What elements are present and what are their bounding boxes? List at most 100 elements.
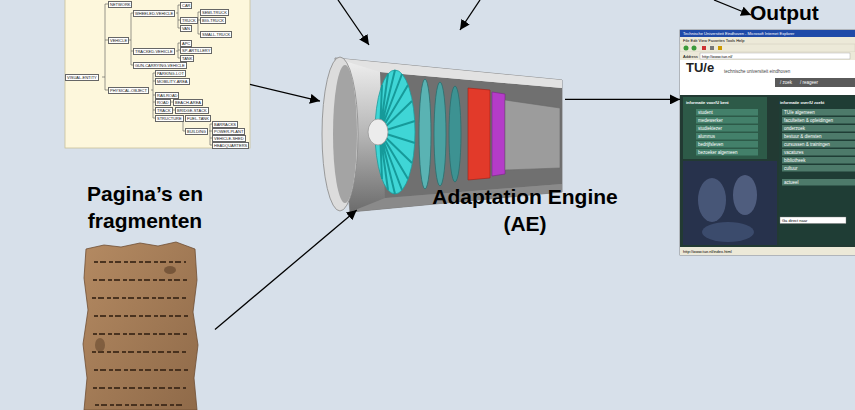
- compressor-stages: [419, 79, 461, 189]
- menu-buttons: [696, 109, 758, 156]
- papyrus-fragment-image: [164, 266, 176, 274]
- browser-screenshot-image: [780, 217, 846, 224]
- jet-engine-illustration: [368, 119, 388, 145]
- menu-buttons: [696, 149, 758, 156]
- jet-engine-illustration: [335, 58, 562, 88]
- menu-buttons: [696, 125, 758, 132]
- menu-buttons: [782, 109, 855, 186]
- screenshot-text: onderzoek: [784, 126, 805, 132]
- screenshot-text: alumnus: [698, 134, 715, 140]
- screenshot-text: actueel: [784, 180, 799, 186]
- tree-term: STRUCTURE: [155, 115, 184, 122]
- browser-screenshot-image: [702, 222, 754, 242]
- incoming-arrow: [338, 0, 369, 45]
- papyrus-script-marks: [93, 333, 187, 335]
- menu-buttons: [782, 133, 855, 140]
- tree-term: CAR: [180, 2, 192, 9]
- browser-screenshot-image: [684, 46, 689, 51]
- tree-term: MOBILITY-AREA: [155, 78, 190, 85]
- tree-term: HEADQUARTERS: [212, 142, 249, 149]
- browser-screenshot-image: [680, 37, 855, 44]
- tree-term: TANK: [180, 55, 194, 62]
- menu-buttons: [782, 179, 855, 186]
- menu-buttons: [696, 133, 758, 140]
- screenshot-text: bestuur & diensten: [784, 134, 822, 140]
- screenshot-text: bibliotheek: [784, 158, 806, 164]
- screenshot-text: http://www.tue.nl/: [702, 54, 732, 59]
- papyrus-script-marks: [94, 261, 186, 263]
- tree-term: BEACH-AREA: [173, 99, 203, 106]
- tree-term: VISUAL-ENTITY: [65, 74, 99, 81]
- incoming-arrow: [338, 0, 751, 45]
- browser-screenshot-image: [680, 30, 855, 37]
- screenshot-text: Ga direct naar: [782, 218, 807, 223]
- flow-arrow: [250, 84, 320, 101]
- screenshot-text: student: [698, 110, 713, 116]
- screenshot-text: technische universiteit eindhoven: [724, 69, 790, 75]
- browser-screenshot-image: [692, 46, 697, 51]
- ontology-tree-image: [102, 4, 212, 145]
- compressor-stages: [419, 79, 431, 189]
- screenshot-text: / zoek: [780, 80, 792, 86]
- tree-term: PARKING-LOT: [155, 70, 186, 77]
- tree-term: VEHICLE: [108, 37, 129, 44]
- browser-screenshot-image: [680, 52, 855, 60]
- browser-screenshot-image: [702, 46, 706, 50]
- menu-buttons: [696, 117, 758, 124]
- papyrus-script-marks: [95, 404, 185, 406]
- browser-screenshot-image: [710, 46, 714, 50]
- tree-term: RAILROAD: [155, 92, 179, 99]
- jet-engine-illustration: [492, 92, 505, 176]
- tree-term: POWER-PLANT: [212, 128, 245, 135]
- papyrus-fragment-image: [95, 338, 105, 352]
- screenshot-text: bedrijfsleven: [698, 142, 723, 148]
- menu-buttons: [696, 109, 758, 116]
- papyrus-script-marks: [93, 279, 188, 281]
- menu-buttons: [782, 109, 855, 116]
- output-screenshot: OutputTechnische Universiteit Eindhoven …: [680, 0, 855, 255]
- tree-term: WHEELED-VEHICLE: [133, 10, 175, 17]
- node-heading: Pagina’s en fragmenten: [75, 180, 215, 234]
- papyrus-script-marks: [94, 315, 188, 317]
- flow-arrow: [215, 210, 357, 330]
- screenshot-text: / reageer: [800, 80, 818, 86]
- browser-screenshot-image: [680, 30, 855, 255]
- screenshot-text: File Edit View Favorites Tools Help: [683, 38, 744, 43]
- tree-term: BARRACKS: [212, 121, 238, 128]
- tree-term: VAN: [180, 25, 192, 32]
- adaptation-engine: Adaptation Engine (AE): [320, 45, 565, 210]
- browser-screenshot-image: [683, 97, 767, 159]
- screenshot-text: http://www.tue.nl/index.html: [683, 249, 732, 254]
- screenshot-text: TU/e algemeen: [784, 110, 815, 116]
- screenshot-text: medewerker: [698, 118, 723, 124]
- papyrus-script-marks: [92, 262, 188, 405]
- tree-term: TRACKED-VEHICLE: [133, 48, 175, 55]
- menu-buttons: [782, 149, 855, 156]
- flow-arrow: [565, 99, 680, 100]
- papyrus-script-marks: [92, 297, 186, 299]
- screenshot-text: Address: [683, 54, 698, 59]
- ontology-tree: NETWORKCARWHEELED-VEHICLESEMI-TRUCKTRUCK…: [65, 0, 250, 148]
- screenshot-text: TU/e: [686, 61, 714, 75]
- tree-term: APC: [180, 40, 192, 47]
- browser-screenshot-image: [700, 53, 850, 59]
- incoming-arrow: [714, 0, 751, 15]
- node-heading: Output: [750, 0, 819, 25]
- ontology-tree-image: [65, 0, 250, 148]
- jet-engine-illustration: [505, 100, 560, 170]
- browser-screenshot-image: [698, 178, 726, 222]
- tree-term: VEHICLE-SHED: [212, 135, 246, 142]
- screenshot-text: informatie over/U zoekt: [780, 100, 824, 105]
- menu-buttons: [782, 141, 855, 148]
- menu-buttons: [782, 117, 855, 124]
- menu-buttons: [782, 157, 855, 164]
- papyrus-fragment-image: [83, 242, 198, 410]
- tree-term: BIG-TRUCK: [200, 17, 226, 24]
- tree-term: SP-ARTILLERY: [180, 47, 212, 54]
- jet-engine-illustration: [322, 57, 358, 211]
- papyrus-fragment-image: [83, 242, 198, 410]
- tree-term: GUN-CARRYING-VEHICLE: [133, 62, 187, 69]
- browser-screenshot-image: [680, 44, 855, 52]
- menu-buttons: [696, 141, 758, 148]
